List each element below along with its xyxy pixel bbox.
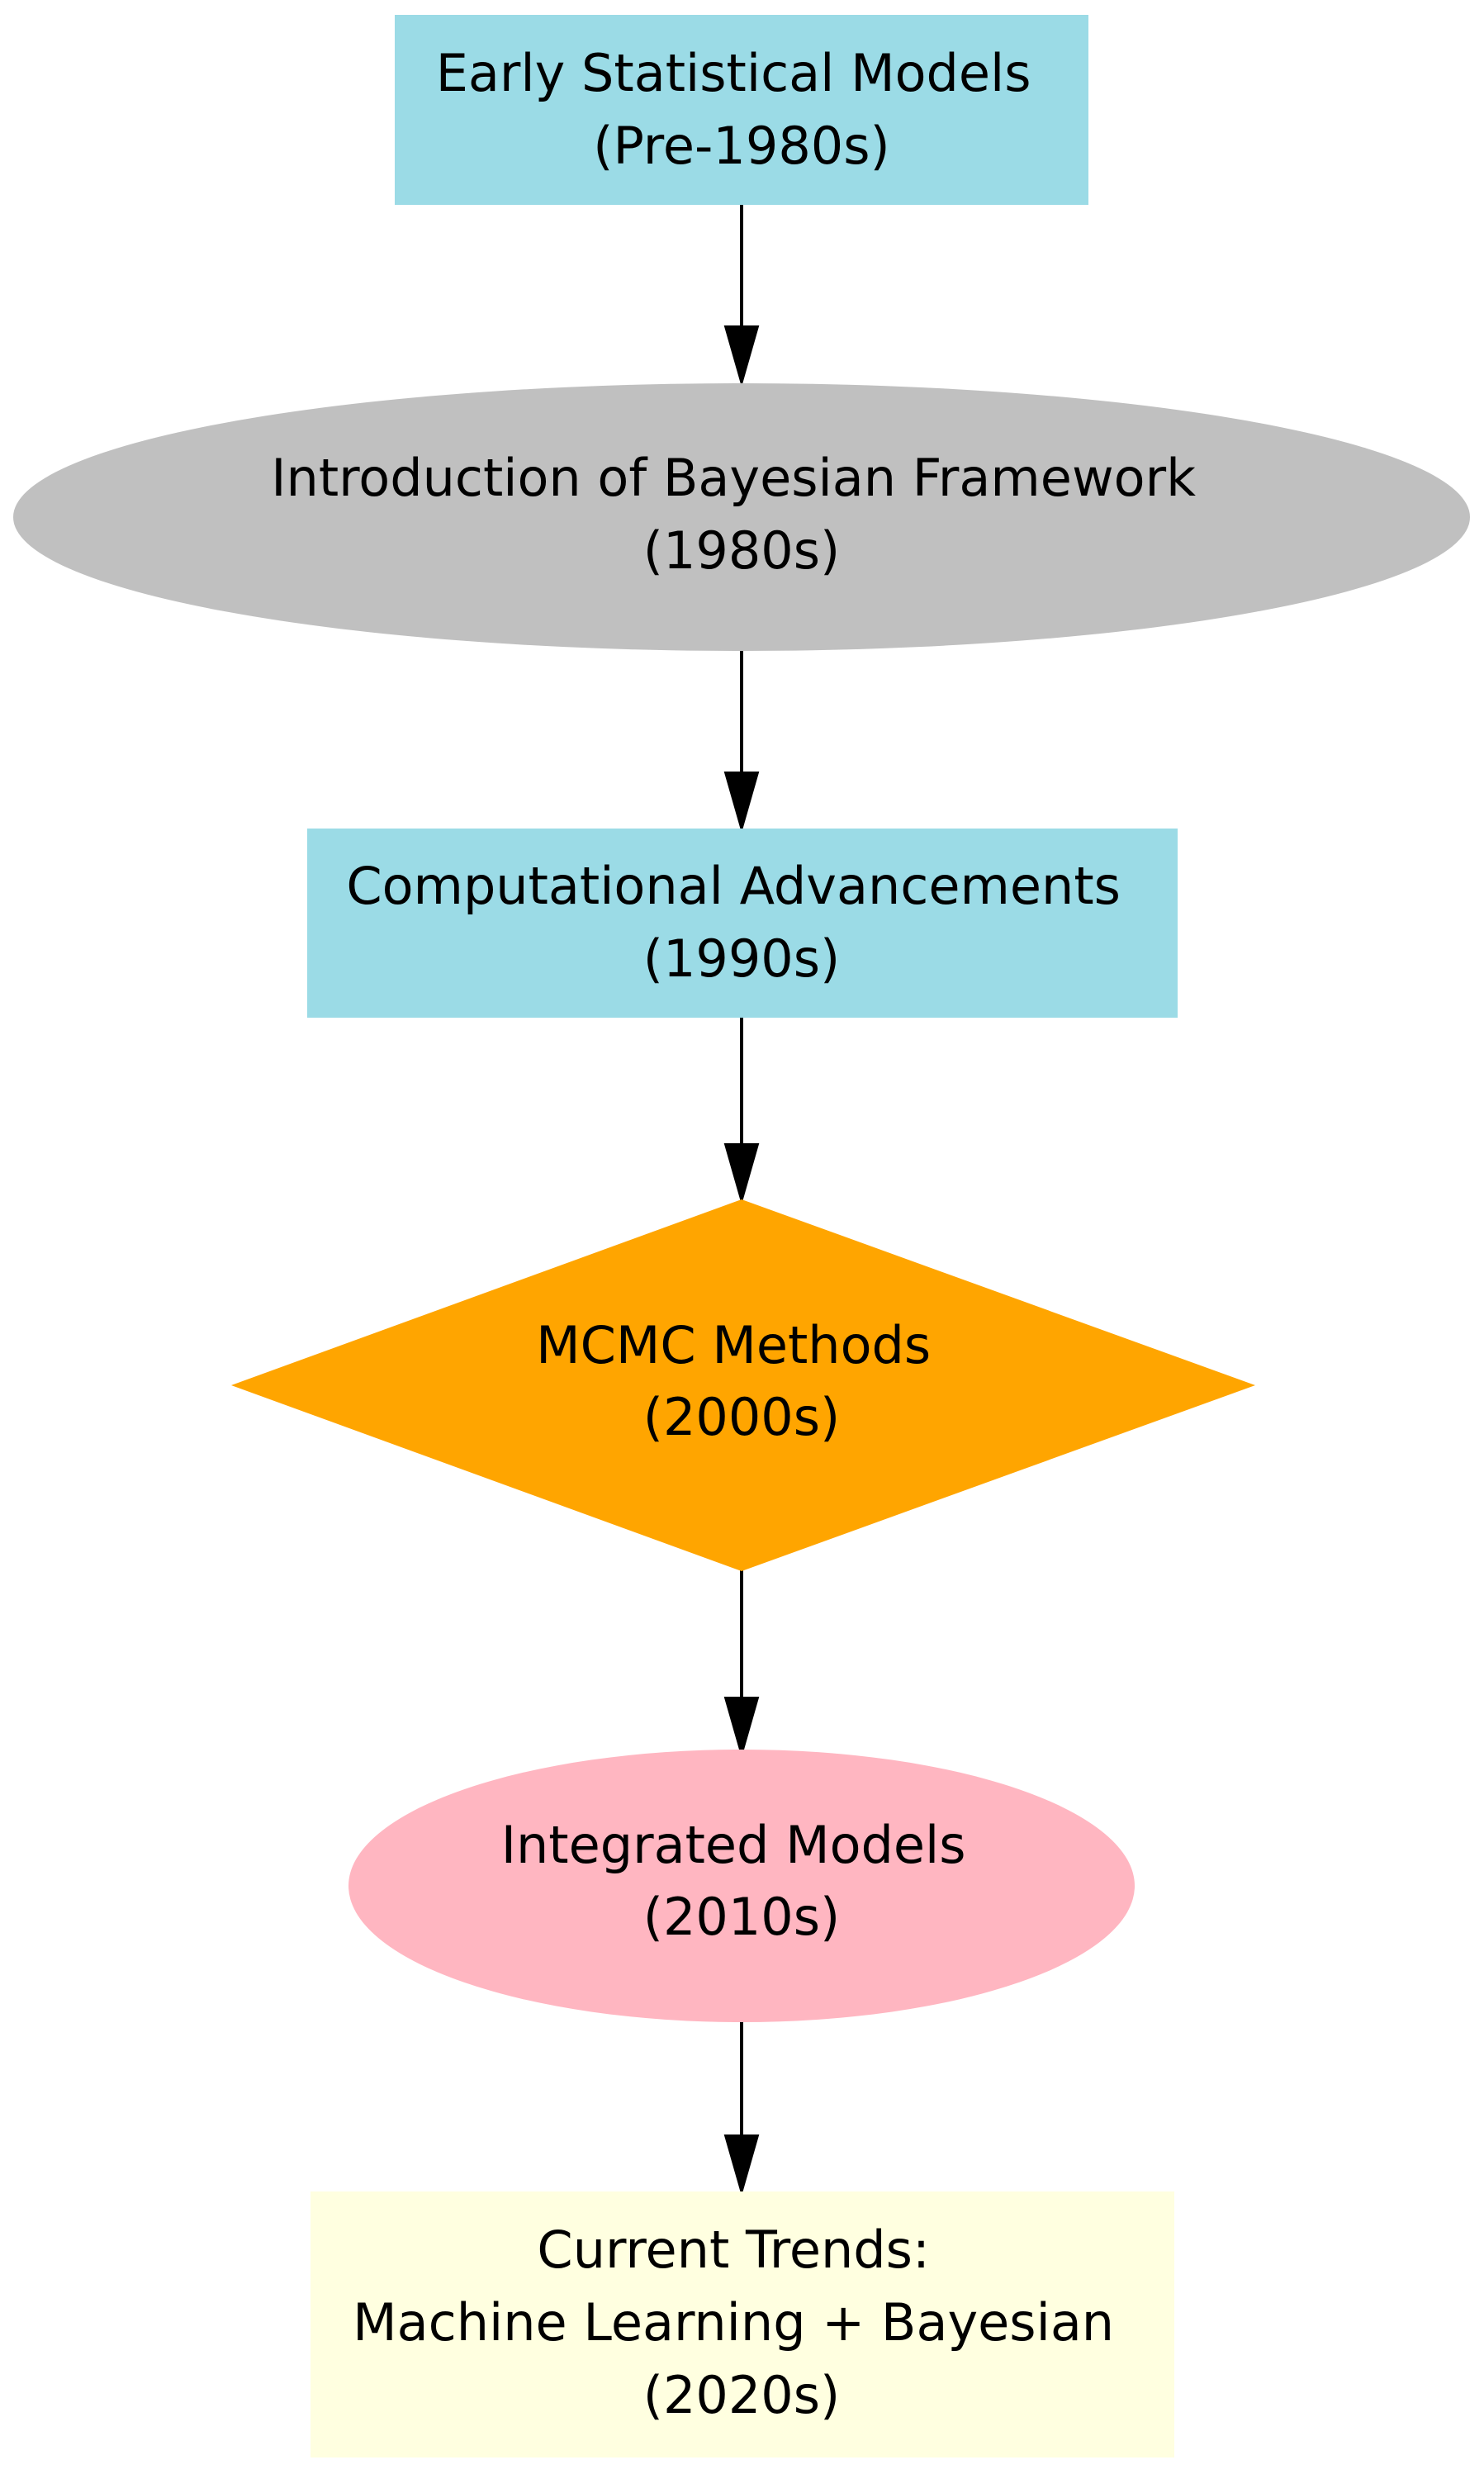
node-computational-advancements: Computational Advancements (1990s)	[307, 829, 1178, 1018]
node-shape	[13, 383, 1470, 651]
node-label: Introduction of Bayesian Framework (1980…	[271, 448, 1211, 581]
edge-early-to-bayes	[723, 205, 760, 387]
edge-mcmc-to-integrated	[723, 1569, 760, 1759]
node-early-statistical-models: Early Statistical Models (Pre-1980s)	[395, 15, 1088, 205]
node-label: Current Trends: Machine Learning + Bayes…	[353, 2220, 1131, 2425]
node-label: MCMC Methods (2000s)	[536, 1315, 947, 1447]
edge-compute-to-mcmc	[723, 1018, 760, 1205]
node-label: Computational Advancements (1990s)	[346, 856, 1136, 989]
node-shape	[395, 15, 1088, 205]
node-current-trends: Current Trends: Machine Learning + Bayes…	[311, 2191, 1174, 2457]
node-shape	[348, 1750, 1135, 2022]
node-shape	[231, 1199, 1255, 1571]
node-integrated-models: Integrated Models (2010s)	[348, 1750, 1135, 2022]
edge-bayes-to-compute	[723, 651, 760, 833]
node-mcmc-methods: MCMC Methods (2000s)	[231, 1199, 1255, 1571]
node-shape	[311, 2191, 1174, 2457]
node-bayesian-framework: Introduction of Bayesian Framework (1980…	[13, 383, 1470, 651]
node-label: Integrated Models (2010s)	[501, 1815, 983, 1947]
edge-integrated-to-trends	[723, 2022, 760, 2196]
node-shape	[307, 829, 1178, 1018]
node-label: Early Statistical Models (Pre-1980s)	[436, 43, 1048, 176]
